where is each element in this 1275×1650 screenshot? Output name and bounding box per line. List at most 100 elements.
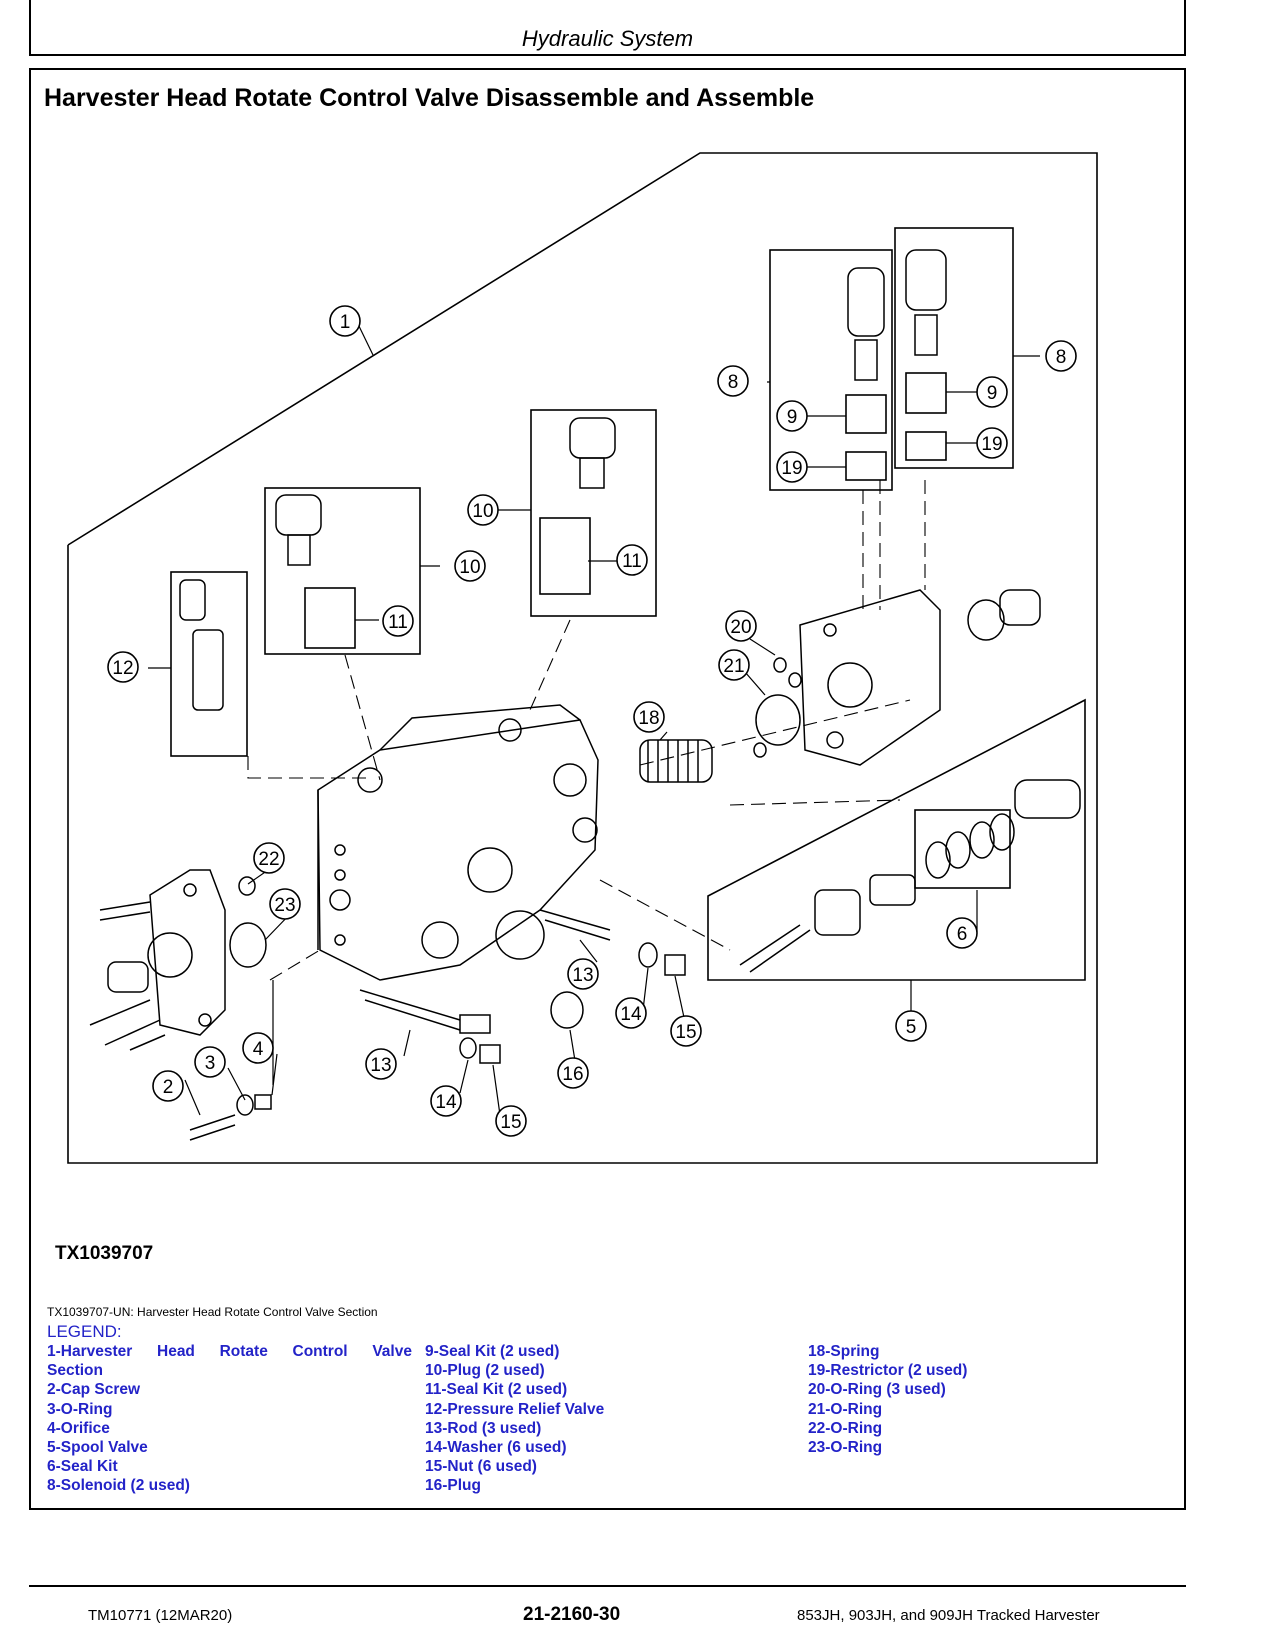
valve-body [317, 719, 599, 981]
box-relief-valve [170, 571, 248, 757]
legend-item-1: 1-Harvester Head Rotate Control Valve [47, 1343, 412, 1360]
callout-19b: 19 [976, 427, 1008, 459]
footer-model: 853JH, 903JH, and 909JH Tracked Harveste… [797, 1607, 1100, 1624]
legend-item: 12-Pressure Relief Valve [425, 1400, 605, 1418]
callout-8a: 8 [717, 365, 749, 397]
callout-8b: 8 [1045, 340, 1077, 372]
legend-item: Section [47, 1362, 103, 1380]
box-solenoid-left [769, 249, 893, 491]
legend-item: 18-Spring [808, 1343, 880, 1360]
legend-column-1: 1-Harvester Head Rotate Control Valve Se… [47, 1342, 412, 1496]
svg-text:4: 4 [253, 1039, 264, 1060]
svg-text:14: 14 [435, 1092, 457, 1113]
svg-text:8: 8 [728, 372, 739, 393]
callout-23: 23 [269, 888, 301, 920]
callout-3: 3 [194, 1046, 226, 1078]
box-plug-left [264, 487, 421, 655]
callout-10a: 10 [467, 494, 499, 526]
callout-12: 12 [107, 651, 139, 683]
legend-item: 19-Restrictor (2 used) [808, 1362, 968, 1380]
callout-20: 20 [725, 610, 757, 642]
svg-text:13: 13 [572, 965, 593, 986]
svg-text:19: 19 [781, 458, 802, 479]
legend-item: 5-Spool Valve [47, 1439, 148, 1457]
callout-10b: 10 [454, 550, 486, 582]
svg-text:18: 18 [638, 708, 659, 729]
svg-text:9: 9 [787, 407, 798, 428]
legend-column-3: 18-Spring 19-Restrictor (2 used) 20-O-Ri… [808, 1342, 967, 1457]
box-spool-valve [707, 698, 1086, 981]
footer-doc-code: TM10771 (12MAR20) [88, 1607, 233, 1624]
callout-21: 21 [718, 649, 750, 681]
svg-text:15: 15 [500, 1112, 521, 1133]
callout-1: 1 [329, 305, 361, 337]
callout-15b: 15 [495, 1105, 527, 1137]
svg-text:10: 10 [472, 501, 493, 522]
svg-text:1: 1 [340, 312, 351, 333]
end-plate [149, 869, 226, 1036]
callout-13a: 13 [567, 958, 599, 990]
callout-22: 22 [253, 842, 285, 874]
legend-item: 6-Seal Kit [47, 1458, 118, 1476]
legend-item: 20-O-Ring (3 used) [808, 1381, 946, 1399]
legend-item: 13-Rod (3 used) [425, 1419, 542, 1437]
footer-rule [29, 1585, 1186, 1587]
svg-text:2: 2 [163, 1077, 174, 1098]
legend-item: 14-Washer (6 used) [425, 1439, 567, 1457]
svg-text:11: 11 [388, 612, 408, 633]
box-plug-right [530, 409, 657, 617]
callout-9a: 9 [776, 400, 808, 432]
legend-item: 15-Nut (6 used) [425, 1458, 537, 1476]
callout-2: 2 [152, 1070, 184, 1102]
box-seal-kit [914, 809, 1011, 889]
header-box: Hydraulic System [29, 0, 1186, 56]
svg-text:13: 13 [370, 1055, 391, 1076]
callout-5: 5 [895, 1010, 927, 1042]
svg-text:20: 20 [730, 617, 751, 638]
callout-15a: 15 [670, 1015, 702, 1047]
svg-text:10: 10 [459, 557, 480, 578]
callout-11b: 11 [382, 605, 414, 637]
svg-text:9: 9 [987, 383, 998, 404]
exploded-view-diagram: 1 8 8 9 9 19 19 10 10 11 11 12 20 21 18 … [67, 152, 1098, 1164]
legend-item: 9-Seal Kit (2 used) [425, 1343, 560, 1360]
legend-item: 10-Plug (2 used) [425, 1362, 545, 1380]
legend-item: 8-Solenoid (2 used) [47, 1477, 190, 1495]
legend-heading: LEGEND: [47, 1322, 122, 1341]
figure-caption: TX1039707-UN: Harvester Head Rotate Cont… [47, 1305, 378, 1319]
legend-item: 11-Seal Kit (2 used) [425, 1381, 568, 1399]
legend-item: 2-Cap Screw [47, 1381, 141, 1399]
callout-13b: 13 [365, 1048, 397, 1080]
valve-body-right [799, 589, 941, 766]
callout-14b: 14 [430, 1085, 462, 1117]
legend-column-2: 9-Seal Kit (2 used) 10-Plug (2 used) 11-… [425, 1342, 604, 1496]
legend-item: 23-O-Ring [808, 1439, 883, 1457]
content-frame [29, 68, 1186, 1510]
footer-page-number: 21-2160-30 [523, 1604, 621, 1625]
svg-text:5: 5 [906, 1017, 917, 1038]
svg-text:22: 22 [258, 849, 279, 870]
legend-item: 16-Plug [425, 1477, 481, 1495]
svg-text:6: 6 [957, 924, 968, 945]
callout-4: 4 [242, 1032, 274, 1064]
svg-text:15: 15 [675, 1022, 696, 1043]
callout-9b: 9 [976, 376, 1008, 408]
svg-text:16: 16 [562, 1064, 583, 1085]
callout-11a: 11 [616, 544, 648, 576]
callout-16: 16 [557, 1057, 589, 1089]
section-header: Hydraulic System [521, 26, 694, 51]
box-solenoid-right [894, 227, 1014, 469]
assembly-frame [67, 152, 1098, 1164]
callout-19a: 19 [776, 451, 808, 483]
svg-text:14: 14 [620, 1004, 642, 1025]
svg-text:21: 21 [723, 656, 744, 677]
callout-circles: 1 8 8 9 9 19 19 10 10 11 11 12 20 21 18 … [107, 305, 1077, 1137]
svg-text:23: 23 [274, 895, 295, 916]
svg-text:11: 11 [622, 551, 642, 572]
svg-text:8: 8 [1056, 347, 1067, 368]
svg-text:12: 12 [112, 658, 133, 679]
callout-14a: 14 [615, 997, 647, 1029]
legend-item: 22-O-Ring [808, 1419, 883, 1437]
svg-text:3: 3 [205, 1053, 216, 1074]
svg-text:19: 19 [981, 434, 1002, 455]
